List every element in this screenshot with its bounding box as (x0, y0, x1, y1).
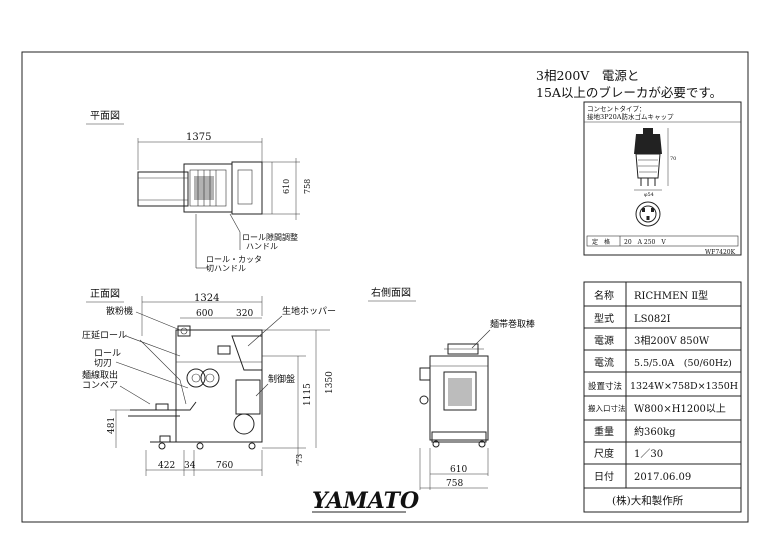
front-dim-422: 422 (158, 461, 175, 471)
front-label-press: 圧延ロール (82, 329, 127, 341)
plug-dim-w: φ54 (644, 192, 654, 198)
spec-label: 日付 (594, 470, 614, 483)
spec-label: 尺度 (594, 447, 614, 460)
plan-dim-610: 610 (282, 179, 291, 194)
plug-rating-label: 定 格 (592, 238, 610, 246)
front-view-title: 正面図 (90, 288, 120, 300)
side-dim-610: 610 (450, 465, 467, 475)
plan-label-roll-gap2: ハンドル (246, 242, 278, 251)
plan-label-roll-gap: ロール隙間調整 (242, 232, 298, 242)
front-dim-320: 320 (236, 309, 253, 319)
front-view: 正面図 1324 600 320 (82, 288, 336, 476)
spec-value: 2017.06.09 (634, 472, 691, 483)
side-label-rod: 麺帯巻取棒 (490, 318, 535, 330)
yamato-logo: YAMATO (312, 488, 419, 514)
front-label-roll: ロール (94, 349, 121, 359)
spec-value: RICHMEN Ⅱ型 (634, 289, 708, 302)
spec-table: 名称 RICHMEN Ⅱ型 型式 LS082I 電源 3相200V 850W 電… (583, 281, 742, 513)
plug-part-no: WF7420K (705, 249, 736, 256)
front-dim-73: 73 (295, 454, 304, 464)
front-label-flour: 散粉機 (106, 305, 133, 317)
sheet-border (21, 51, 749, 523)
note-line2: 15A以上のブレーカが必要です。 (536, 85, 722, 100)
plan-label-cutter: ロール・カッタ (206, 255, 262, 264)
spec-value: 約360kg (634, 425, 676, 438)
front-label-panel: 制御盤 (268, 373, 295, 385)
spec-value: 5.5/5.0A (50/60Hz) (634, 358, 732, 369)
spec-label: 電流 (594, 356, 614, 369)
plan-view: 平面図 1375 610 758 ロール隙間調整 ハンドル (86, 110, 312, 273)
spec-value: 3相200V 850W (634, 334, 710, 347)
plan-dim-1375: 1375 (186, 132, 211, 143)
front-dim-760: 760 (216, 461, 233, 471)
front-label-cut: 切刃 (94, 358, 112, 369)
spec-value: 1324W×758D×1350H (630, 381, 738, 392)
front-dim-1115: 1115 (303, 383, 313, 406)
spec-label: 重量 (594, 425, 614, 438)
plug-icon: 70 φ54 (634, 128, 676, 198)
spec-label: 名称 (594, 289, 614, 302)
plan-view-title: 平面図 (90, 110, 120, 122)
front-dim-1350: 1350 (325, 371, 335, 394)
spec-value: W800×H1200以上 (634, 403, 726, 415)
spec-company: (株)大和製作所 (612, 494, 684, 507)
spec-value: 1／30 (634, 448, 663, 460)
plan-dim-758: 758 (303, 179, 312, 194)
front-dim-600: 600 (196, 309, 213, 319)
front-label-hopper: 生地ホッパー (282, 305, 336, 317)
note-line1: 3相200V 電源と (536, 68, 639, 83)
spec-value: LS082I (634, 314, 671, 325)
front-dim-34: 34 (184, 461, 196, 471)
side-dim-758: 758 (446, 479, 463, 489)
front-label-conv: コンベア (82, 381, 118, 391)
front-dim-481: 481 (107, 417, 117, 434)
plug-face-icon (635, 201, 661, 227)
plug-title2: 接地3P20A防水ゴムキャップ (587, 112, 674, 121)
front-dim-1324: 1324 (194, 293, 219, 304)
plan-label-cutter2: 切ハンドル (206, 264, 246, 273)
plug-dim-h: 70 (670, 156, 676, 162)
spec-label: 設置寸法 (588, 381, 622, 392)
side-view-title: 右側面図 (371, 286, 411, 299)
spec-label: 搬入口寸法 (588, 403, 626, 413)
plug-rating-value: 20 A 250 V (624, 239, 666, 246)
plug-box: コンセントタイプ： 接地3P20A防水ゴムキャップ 70 φ54 (583, 101, 742, 256)
side-view: 右側面図 麺帯巻取棒 610 758 (368, 286, 535, 490)
front-label-out: 麺線取出 (82, 369, 118, 381)
spec-label: 電源 (594, 334, 614, 347)
spec-label: 型式 (594, 312, 614, 325)
plug-title1: コンセントタイプ： (587, 104, 646, 113)
logo-text: YAMATO (312, 488, 419, 514)
